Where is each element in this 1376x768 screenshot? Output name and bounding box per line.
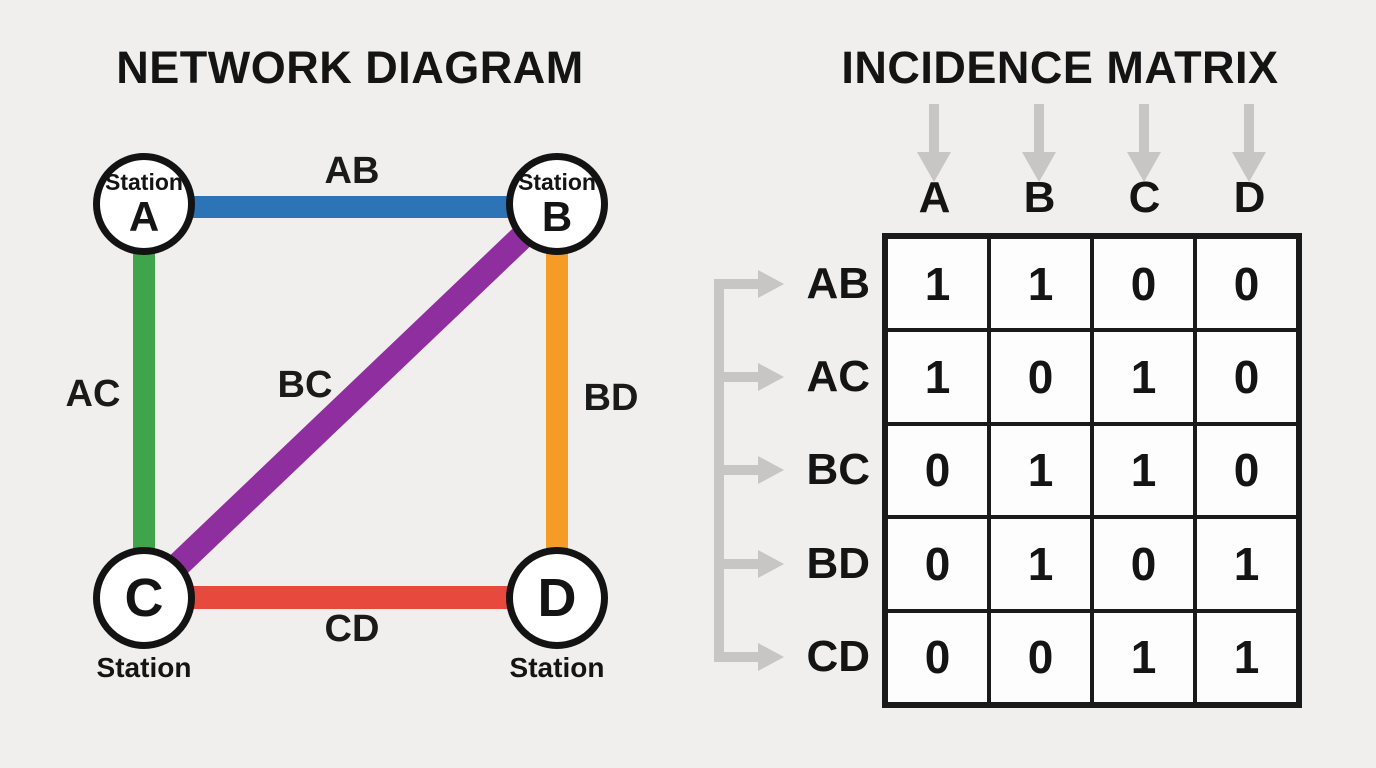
row-arrow-bc	[714, 465, 758, 475]
node-b-letter: B	[541, 192, 573, 240]
node-c-letter: C	[124, 568, 164, 628]
matrix-cell: 0	[1195, 330, 1298, 424]
row-arrowhead-bd	[758, 550, 784, 578]
row-arrowhead-cd	[758, 643, 784, 671]
column-arrowhead-down-a	[917, 152, 951, 182]
row-label-bd: BD	[806, 539, 870, 588]
node-station-a: Station A	[93, 153, 195, 255]
node-d-letter: D	[537, 568, 577, 628]
row-arrow-cd	[714, 652, 758, 662]
matrix-cell: 1	[989, 237, 1092, 331]
column-header-d: D	[1233, 173, 1266, 222]
edge-label-ac: AC	[65, 373, 121, 415]
matrix-cell: 0	[989, 330, 1092, 424]
node-station-b: Station B	[506, 153, 608, 255]
network-title: NETWORK DIAGRAM	[116, 42, 584, 93]
row-arrow-ab	[714, 279, 758, 289]
edge-label-cd: CD	[324, 608, 380, 650]
row-label-ac: AC	[806, 352, 870, 401]
edge-label-bc: BC	[277, 364, 333, 406]
matrix-cell: 1	[886, 237, 989, 331]
edge-ac	[133, 204, 155, 598]
matrix-cell: 1	[989, 423, 1092, 518]
column-header-c: C	[1128, 173, 1161, 222]
incidence-table: 1 1 0 0 1 0 1 0 0 1 1 0 0 1 0 1 0 0 1 1	[882, 233, 1302, 708]
row-arrowhead-ac	[758, 363, 784, 391]
edge-label-bd: BD	[583, 377, 639, 419]
edge-cd	[144, 586, 557, 609]
node-a-station-word: Station	[105, 168, 183, 195]
matrix-cell: 0	[1195, 237, 1298, 331]
row-arrow-ac	[714, 372, 758, 382]
column-arrow-down-d	[1244, 104, 1254, 152]
row-label-bc: BC	[806, 445, 870, 494]
row-label-ab: AB	[806, 259, 870, 308]
edge-bd	[546, 204, 568, 598]
row-arrowhead-bc	[758, 456, 784, 484]
matrix-cell: 0	[1092, 237, 1195, 331]
column-header-a: A	[918, 173, 951, 222]
matrix-cell: 1	[1092, 330, 1195, 424]
matrix-cell: 1	[1195, 517, 1298, 611]
matrix-cell: 1	[989, 517, 1092, 611]
node-station-d: D	[506, 547, 608, 649]
column-arrow-down-c	[1139, 104, 1149, 152]
node-c-station-caption: Station	[96, 652, 192, 683]
matrix-title: INCIDENCE MATRIX	[841, 42, 1279, 93]
matrix-cell: 1	[1195, 610, 1298, 704]
matrix-cell: 0	[886, 610, 989, 704]
matrix-cell: 1	[886, 330, 989, 424]
row-arrow-bd	[714, 559, 758, 569]
matrix-cell: 0	[1092, 517, 1195, 611]
matrix-cell: 0	[886, 517, 989, 611]
node-d-station-caption: Station	[509, 652, 605, 683]
column-arrow-down-a	[929, 104, 939, 152]
column-arrowhead-down-b	[1022, 152, 1056, 182]
matrix-cell: 1	[1092, 610, 1195, 704]
column-header-b: B	[1023, 173, 1056, 222]
matrix-cell: 0	[1195, 423, 1298, 518]
row-label-cd: CD	[806, 632, 870, 681]
node-a-letter: A	[128, 192, 160, 240]
column-arrowhead-down-d	[1232, 152, 1266, 182]
matrix-cell: 0	[886, 423, 989, 518]
edge-ab	[144, 196, 557, 218]
edge-label-ab: AB	[324, 150, 380, 192]
column-arrow-down-b	[1034, 104, 1044, 152]
matrix-cell: 1	[1092, 423, 1195, 518]
column-arrowhead-down-c	[1127, 152, 1161, 182]
matrix-cell: 0	[989, 610, 1092, 704]
node-station-c: C	[93, 547, 195, 649]
node-b-station-word: Station	[518, 168, 596, 195]
row-arrowhead-ab	[758, 270, 784, 298]
